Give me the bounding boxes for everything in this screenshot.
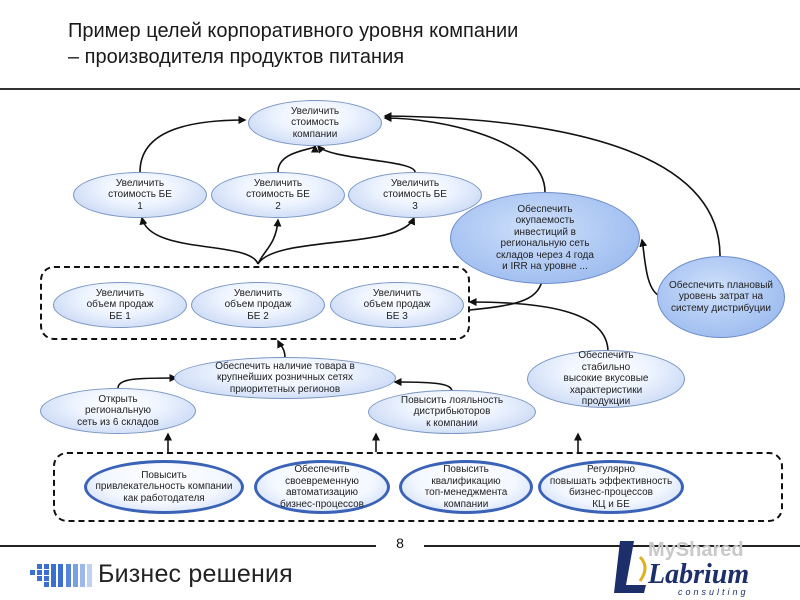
enablers-group-frame <box>53 452 783 522</box>
header-rule <box>0 88 800 90</box>
title-line-1: Пример целей корпоративного уровня компа… <box>68 20 519 42</box>
node-increase-be2-value: Увеличить стоимость БЕ 2 <box>211 172 345 218</box>
edge-sales-to-be2 <box>257 218 282 265</box>
node-distribution-cost: Обеспечить плановый уровень затрат на си… <box>657 256 785 338</box>
logo-left-text: Бизнес решения <box>98 560 293 588</box>
node-increase-sales-be3: Увеличить объем продаж БЕ 3 <box>330 282 464 328</box>
footer-rule-left <box>0 545 378 547</box>
labrium-sub-text: consulting <box>678 587 749 597</box>
labrium-l-icon <box>614 541 647 593</box>
labrium-brand-text: Labrium <box>648 559 750 590</box>
node-retail-presence: Обеспечить наличие товара в крупнейших р… <box>174 357 396 399</box>
edge-payback-to-value <box>383 114 546 193</box>
node-employer-attractiveness: Повысить привлекательность компании как … <box>84 460 244 514</box>
edge-be3-to-value <box>317 144 416 173</box>
edge-distcost-to-value <box>383 112 721 257</box>
page-title: Пример целей корпоративного уровня компа… <box>68 18 768 70</box>
node-increase-sales-be2: Увеличить объем продаж БЕ 2 <box>191 282 325 328</box>
edge-sales-to-be1 <box>139 216 259 265</box>
node-management-skills: Повысить квалификацию топ-менеджмента ко… <box>399 460 533 514</box>
grid-logo-icon <box>30 563 92 587</box>
node-regional-network: Открыть региональную сеть из 6 складов <box>40 388 196 434</box>
edge-be2-to-value <box>277 144 319 173</box>
edge-retail-to-group <box>277 339 286 359</box>
node-distributor-loyalty: Повысить лояльность дистрибьюторов к ком… <box>368 390 536 434</box>
node-taste-quality: Обеспечить стабильно высокие вкусовые ха… <box>527 350 685 408</box>
node-investment-payback: Обеспечить окупаемость инвестиций в реги… <box>450 192 640 284</box>
labrium-logo: MyShared Labrium consulting <box>610 535 790 597</box>
edge-be1-to-value <box>139 116 247 173</box>
business-solutions-logo: Бизнес решения <box>30 560 293 589</box>
page-number: 8 <box>376 535 424 551</box>
title-line-2: – производителя продуктов питания <box>68 46 405 68</box>
footer-rule-right <box>422 545 800 547</box>
node-automation: Обеспечить своевременную автоматизацию б… <box>254 460 390 514</box>
sales-group-frame <box>40 266 470 340</box>
edge-network-to-retail <box>117 374 178 389</box>
node-increase-be3-value: Увеличить стоимость БЕ 3 <box>348 172 482 218</box>
edge-taste-to-group <box>468 298 609 353</box>
node-increase-sales-be1: Увеличить объем продаж БЕ 1 <box>53 282 187 328</box>
node-increase-company-value: Увеличить стоимость компании <box>248 100 382 146</box>
watermark-text: MyShared <box>648 539 744 561</box>
edge-distcost-to-payback <box>639 238 661 297</box>
node-process-efficiency: Регулярно повышать эффективность бизнес-… <box>538 460 684 514</box>
edge-sales-to-be3 <box>257 216 416 265</box>
node-increase-be1-value: Увеличить стоимость БЕ 1 <box>73 172 207 218</box>
